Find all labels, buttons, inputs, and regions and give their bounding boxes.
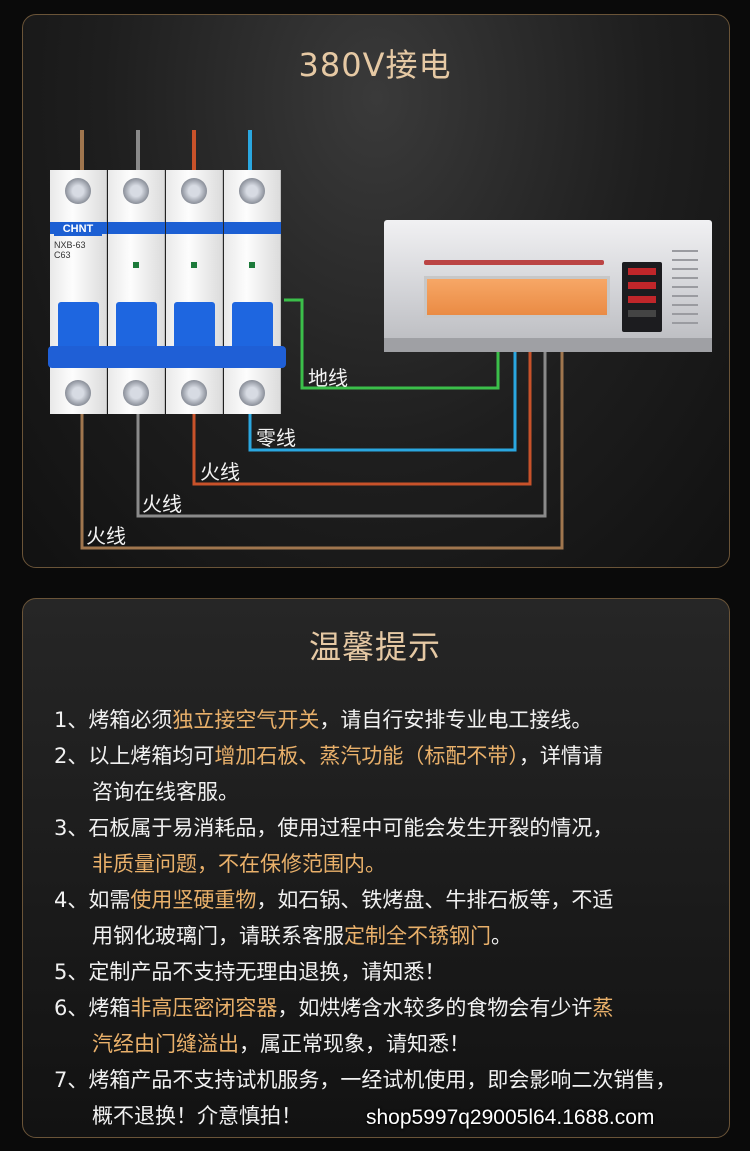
label-neutral: 零线: [256, 422, 296, 451]
breaker-pole-1: [50, 170, 107, 414]
label-live-2: 火线: [142, 488, 182, 517]
tip-text: 4、如需: [54, 888, 130, 912]
tip-item: 1、烤箱必须独立接空气开关，请自行安排专业电工接线。: [54, 702, 724, 738]
tip-text: 咨询在线客服。: [92, 780, 239, 804]
tip-highlight: 汽经由门缝溢出: [92, 1032, 239, 1056]
tip-text: ，请自行安排专业电工接线。: [319, 708, 592, 732]
tips-title: 温馨提示: [0, 622, 750, 668]
breaker-brand-logo: CHNT: [54, 222, 102, 236]
oven-window: [424, 276, 610, 318]
shop-watermark: shop5997q29005l64.1688.com: [366, 1106, 654, 1130]
breaker-pole-4: [224, 170, 281, 414]
oven-base: [384, 338, 712, 352]
tip-highlight: 蒸: [592, 996, 613, 1020]
label-ground: 地线: [308, 362, 348, 391]
tip-text: ，属正常现象，请知悉！: [239, 1032, 470, 1056]
oven-door-handle: [424, 260, 604, 265]
tip-item: 3、石板属于易消耗品，使用过程中可能会发生开裂的情况， 非质量问题，不在保修范围内…: [54, 810, 724, 882]
label-live-3: 火线: [86, 520, 126, 549]
tip-item: 4、如需使用坚硬重物，如石锅、铁烤盘、牛排石板等，不适用钢化玻璃门，请联系客服定…: [54, 882, 724, 954]
oven-image: [384, 220, 712, 352]
tip-continuation: 汽经由门缝溢出，属正常现象，请知悉！: [54, 1026, 724, 1062]
tip-highlight: 独立接空气开关: [172, 708, 319, 732]
oven-vent: [672, 250, 698, 330]
tip-text: 概不退换！介意慎拍！: [92, 1104, 302, 1128]
tip-text: 用钢化玻璃门，请联系客服: [92, 924, 344, 948]
breaker-model: NXB-63 C63: [54, 240, 86, 260]
circuit-breaker: CHNT NXB-63 C63: [50, 170, 284, 414]
tip-highlight: 定制全不锈钢门: [344, 924, 491, 948]
tip-text: 。: [491, 924, 512, 948]
tip-item: 6、烤箱非高压密闭容器，如烘烤含水较多的食物会有少许蒸汽经由门缝溢出，属正常现象…: [54, 990, 724, 1062]
tip-text: 1、烤箱必须: [54, 708, 172, 732]
tip-highlight: 非质量问题，不在保修范围内。: [92, 852, 386, 876]
tip-highlight: 非高压密闭容器: [130, 996, 277, 1020]
tip-text: 7、烤箱产品不支持试机服务，一经试机使用，即会影响二次销售，: [54, 1068, 676, 1092]
breaker-pole-2: [108, 170, 165, 414]
tip-item: 2、以上烤箱均可增加石板、蒸汽功能（标配不带），详情请咨询在线客服。: [54, 738, 724, 810]
label-live-1: 火线: [200, 456, 240, 485]
tip-text: ，详情请: [519, 744, 603, 768]
tip-text: 3、石板属于易消耗品，使用过程中可能会发生开裂的情况，: [54, 816, 613, 840]
tip-continuation: 用钢化玻璃门，请联系客服定制全不锈钢门。: [54, 918, 724, 954]
tip-highlight: 使用坚硬重物: [130, 888, 256, 912]
tip-continuation: 非质量问题，不在保修范围内。: [54, 846, 724, 882]
tip-text: 2、以上烤箱均可: [54, 744, 214, 768]
tip-highlight: 增加石板、蒸汽功能（标配不带）: [214, 744, 519, 768]
tip-continuation: 咨询在线客服。: [54, 774, 724, 810]
breaker-handle-bar: [48, 346, 286, 368]
breaker-pole-3: [166, 170, 223, 414]
tip-item: 5、定制产品不支持无理由退换，请知悉！: [54, 954, 724, 990]
tip-text: 5、定制产品不支持无理由退换，请知悉！: [54, 960, 445, 984]
tip-text: 6、烤箱: [54, 996, 130, 1020]
tip-text: ，如石锅、铁烤盘、牛排石板等，不适: [256, 888, 613, 912]
oven-control-panel: [622, 262, 662, 332]
tips-list: 1、烤箱必须独立接空气开关，请自行安排专业电工接线。2、以上烤箱均可增加石板、蒸…: [54, 702, 724, 1134]
tip-text: ，如烘烤含水较多的食物会有少许: [277, 996, 592, 1020]
